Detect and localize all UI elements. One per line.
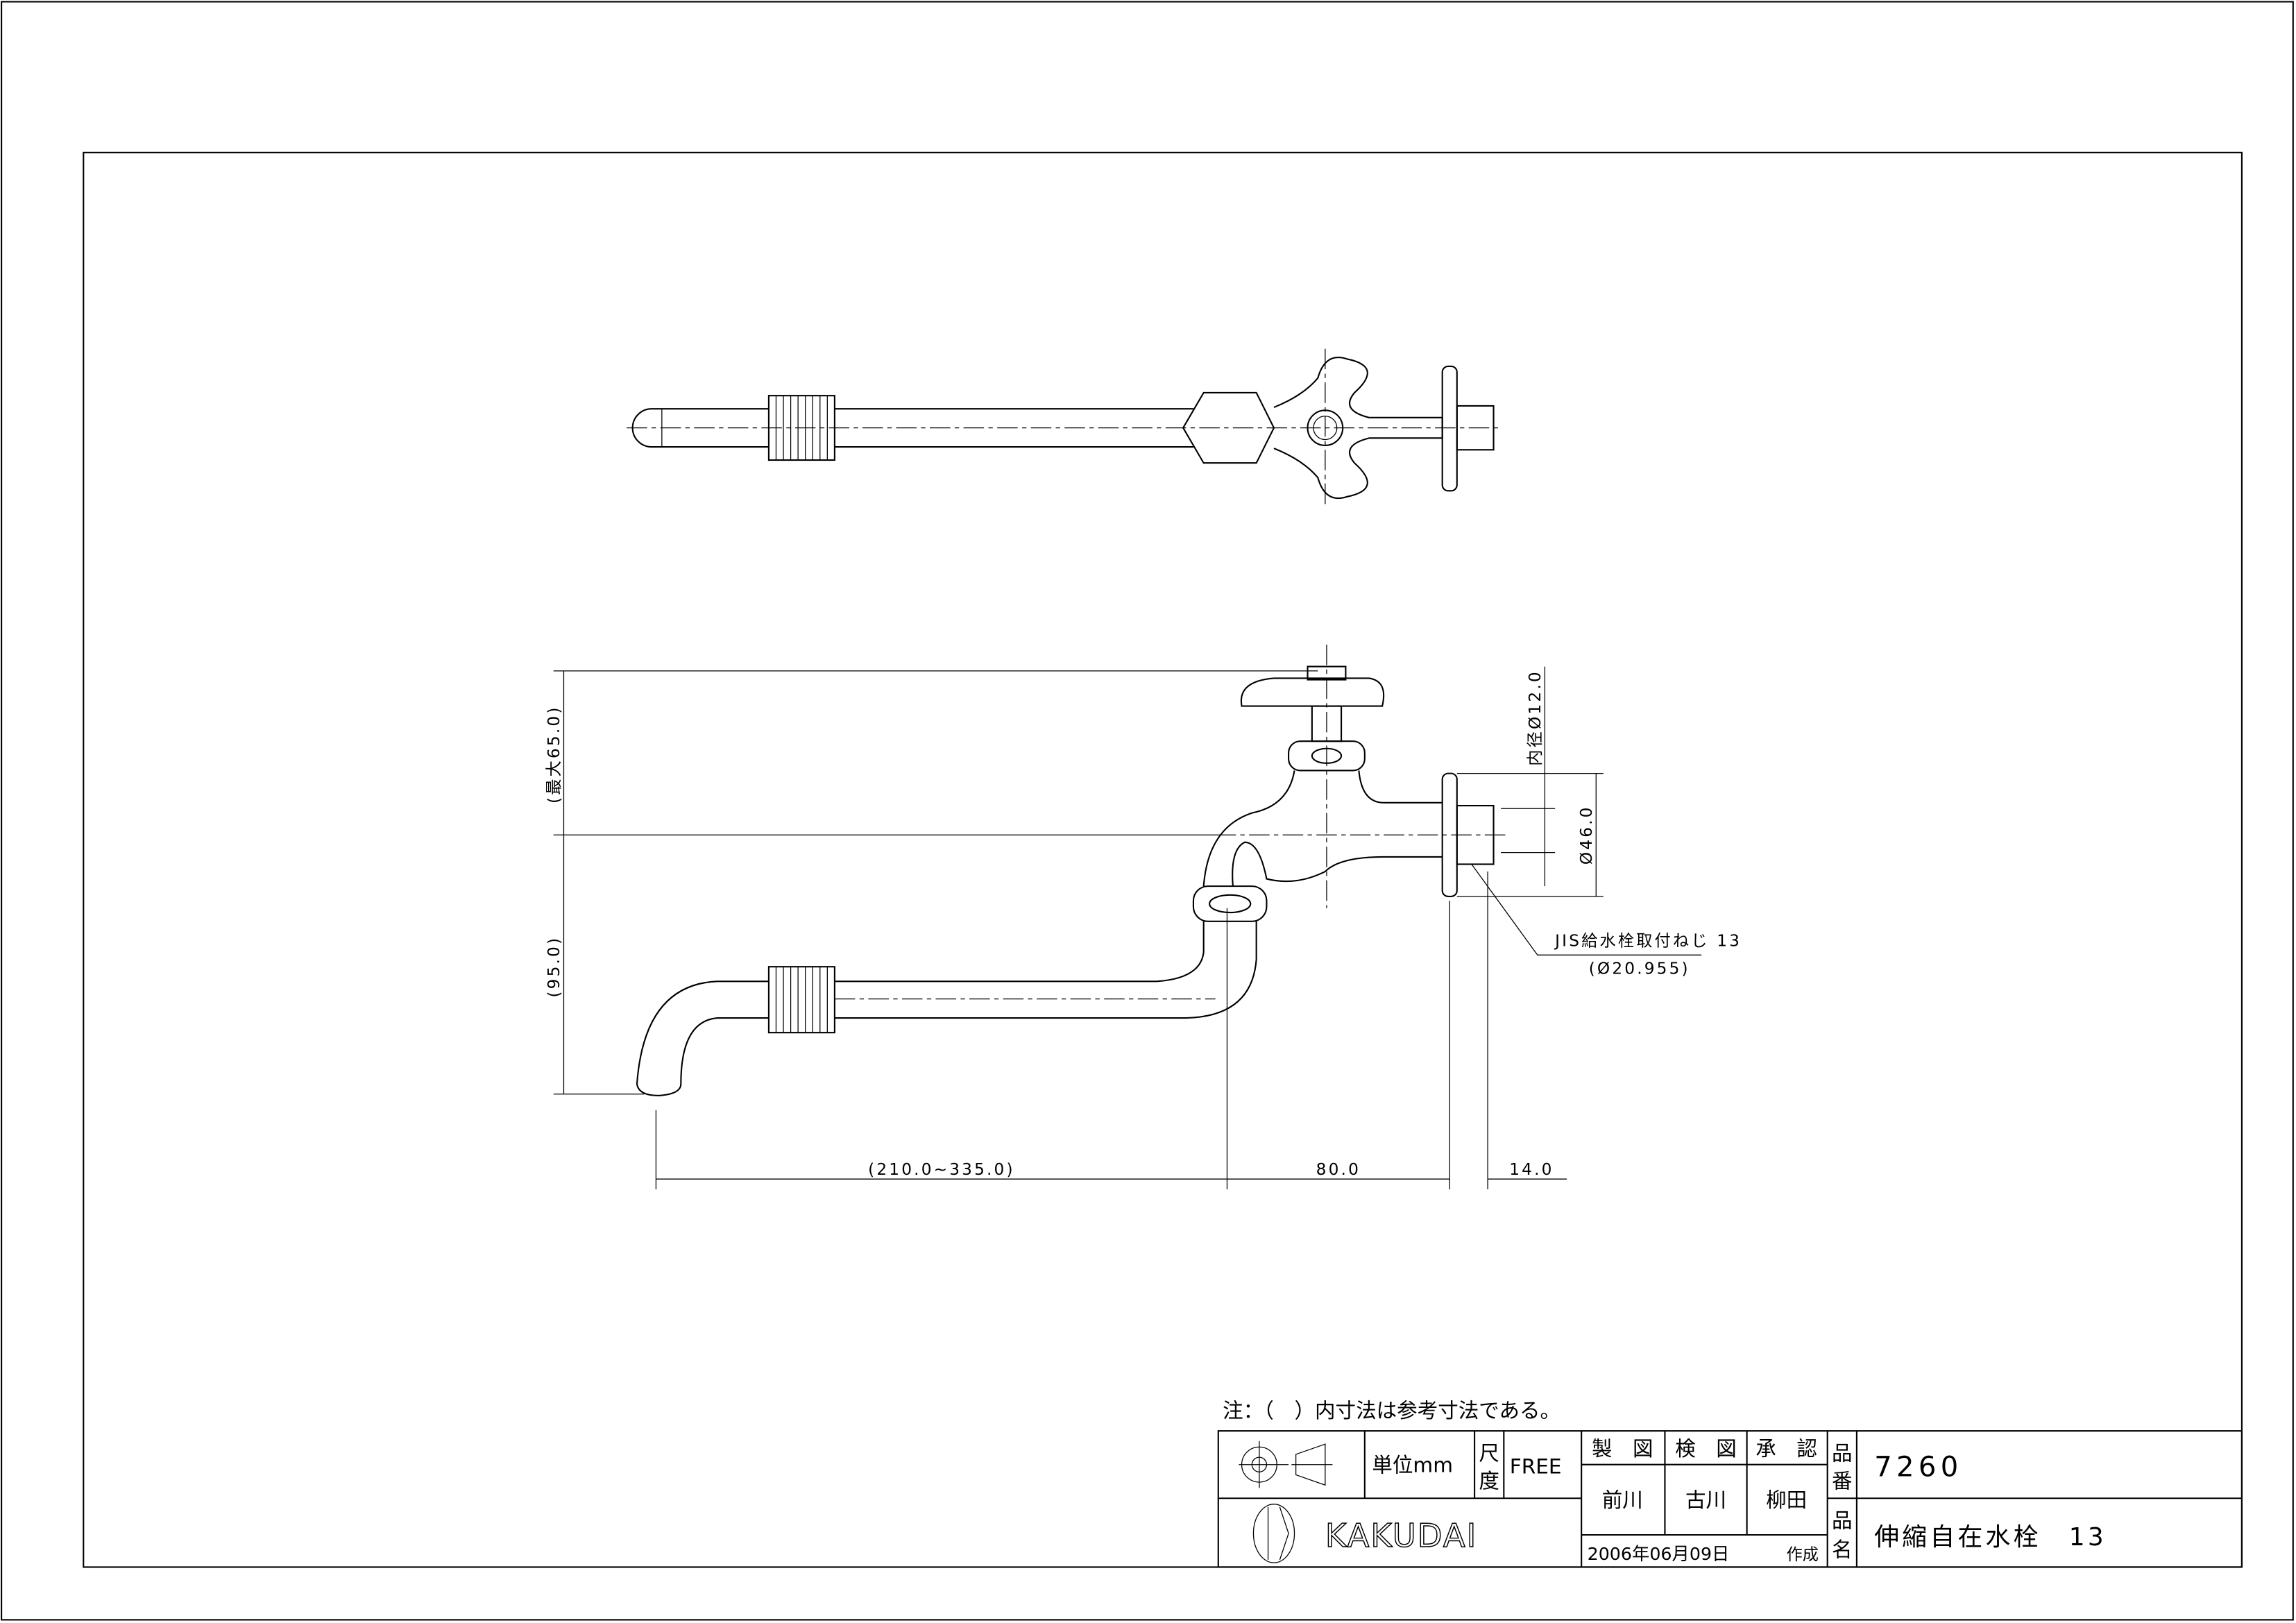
side-view: (最大65.0) (95.0) (210.0~335.0) 80.0 14.0 … bbox=[545, 644, 1742, 1189]
flange bbox=[1441, 365, 1458, 492]
made-by-label: 製 図 bbox=[1592, 1437, 1653, 1461]
thread bbox=[1456, 405, 1495, 451]
title-block: 単位mm 尺 度 FREE 製 図 検 図 承 認 前川 古川 柳田 2006年… bbox=[1217, 1430, 2243, 1568]
swivel-joint bbox=[1192, 885, 1268, 922]
flange-dim: 14.0 bbox=[1509, 1160, 1554, 1179]
note: 注：（ ）内寸法は参考寸法である。 bbox=[1223, 1399, 1561, 1422]
kakudai-logo: KAKUDAI bbox=[1252, 1504, 1478, 1563]
flange-dia-dim: Ø46.0 bbox=[1577, 805, 1596, 865]
approved-by: 柳田 bbox=[1766, 1488, 1807, 1512]
extension-pipe bbox=[834, 921, 1257, 1019]
dimension-lines bbox=[553, 666, 1702, 1189]
height-dim: (95.0) bbox=[545, 936, 563, 998]
part-name-label: 品 bbox=[1832, 1509, 1853, 1532]
part-no-label: 品 bbox=[1832, 1441, 1853, 1465]
drawing-frame bbox=[83, 151, 2243, 1568]
inner-dia-dim: 内径Ø12.0 bbox=[1526, 670, 1545, 766]
spout-pipe bbox=[631, 408, 769, 448]
unit: 単位mm bbox=[1372, 1453, 1453, 1477]
swivel-nut bbox=[767, 966, 835, 1034]
part-number: 7260 bbox=[1874, 1452, 1962, 1484]
swivel-nut bbox=[767, 395, 835, 461]
body-dim: 80.0 bbox=[1316, 1160, 1361, 1179]
scale-label: 尺 bbox=[1479, 1441, 1499, 1465]
thread-dia: (Ø20.955) bbox=[1589, 960, 1690, 978]
scale-label: 度 bbox=[1479, 1469, 1499, 1493]
date: 2006年06月09日 bbox=[1588, 1543, 1730, 1564]
checked-by: 古川 bbox=[1685, 1488, 1726, 1512]
reach-dim: (210.0~335.0) bbox=[868, 1160, 1015, 1179]
part-no-label: 番 bbox=[1832, 1469, 1853, 1493]
max-height-dim: (最大65.0) bbox=[545, 705, 563, 804]
approved-label: 承 認 bbox=[1755, 1437, 1817, 1461]
top-view bbox=[627, 348, 1502, 507]
logo-text: KAKUDAI bbox=[1325, 1517, 1478, 1554]
scale: FREE bbox=[1510, 1454, 1562, 1478]
valve-body bbox=[1202, 770, 1443, 887]
projection-symbol-icon bbox=[1239, 1441, 1333, 1488]
valve-body bbox=[1182, 391, 1275, 464]
part-name: 伸縮自在水栓 13 bbox=[1874, 1523, 2107, 1552]
made-by: 前川 bbox=[1602, 1488, 1643, 1512]
created-label: 作成 bbox=[1787, 1545, 1819, 1564]
handle bbox=[1240, 677, 1385, 707]
checked-label: 検 図 bbox=[1675, 1437, 1737, 1461]
part-name-label: 名 bbox=[1832, 1538, 1853, 1562]
thread-label: JIS給水栓取付ねじ 13 bbox=[1554, 932, 1742, 951]
spout bbox=[636, 980, 769, 1096]
